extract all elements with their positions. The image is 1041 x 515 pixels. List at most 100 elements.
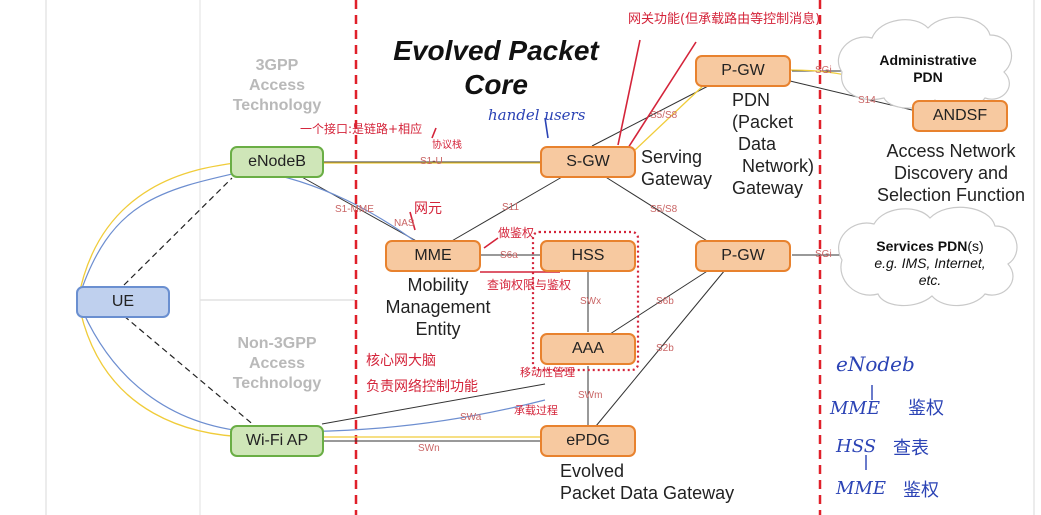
pdn-gateway-line-3: Data <box>738 134 777 154</box>
flow-blue-nas <box>77 169 421 301</box>
annotation-stroke-top <box>617 39 641 146</box>
annotation-handle-users: handel users <box>488 106 586 124</box>
line-swa <box>321 383 546 425</box>
annotation-control: 负责网络控制功能 <box>366 379 478 395</box>
mobility-caption: Mobility Management Entity <box>372 274 504 340</box>
line-ue-wifi <box>123 315 257 428</box>
line-s5s8-mid <box>603 175 713 245</box>
serving-gateway-line-2: Gateway <box>641 169 713 189</box>
iface-swm: SWm <box>578 390 603 401</box>
aaa-node: AAA <box>540 333 636 365</box>
epdg-caption: Evolved Packet Data Gateway <box>560 460 734 504</box>
andsf-caption-line-3: Selection Function <box>876 185 1026 205</box>
iface-s6a: S6a <box>500 250 518 261</box>
region-non3gpp-label: Non-3GPP Access Technology <box>222 334 332 394</box>
epdg-caption-line-2: Packet Data Gateway <box>560 483 735 503</box>
pdn-gateway-line-1: PDN <box>732 90 771 110</box>
pdn-gateway-line-4: Network) <box>742 156 815 176</box>
admin-pdn-line-1: Administrative <box>879 52 977 68</box>
region-non3gpp-line-1: Non-3GPP <box>237 335 317 352</box>
annotation-arrow-ne <box>409 211 416 231</box>
hss-aaa-highlight-box <box>531 230 640 372</box>
iface-s5s8-mid: S5/S8 <box>650 204 678 215</box>
title-line-2: Core <box>464 69 528 100</box>
line-s2b <box>595 269 726 427</box>
line-ue-enodeb <box>123 177 233 286</box>
admin-pdn-label: Administrative PDN <box>862 52 994 86</box>
mobility-line-1: Mobility <box>407 275 469 295</box>
right-note-hss: HSS <box>836 436 877 457</box>
mme-node: MME <box>385 240 481 272</box>
iface-s11: S11 <box>502 202 520 213</box>
mobility-line-2: Management <box>385 297 491 317</box>
annotation-stroke-top2 <box>627 41 697 149</box>
iface-swx: SWx <box>580 296 602 307</box>
services-pdn-suffix: (s) <box>967 238 984 254</box>
line-s1mme <box>299 175 421 244</box>
flow-yellow-enodeb <box>77 162 545 301</box>
annotation-bearer: 承载过程 <box>514 404 558 417</box>
iface-s6b: S6b <box>656 296 674 307</box>
annotation-arrow-handle <box>544 117 549 139</box>
services-pdn-line-2: e.g. IMS, Internet, <box>874 255 986 271</box>
iface-sgi-mid: SGi <box>815 249 832 260</box>
right-note-mme: MME <box>830 398 881 419</box>
region-3gpp-line-1: 3GPP <box>255 57 299 74</box>
epdg-node: ePDG <box>540 425 636 457</box>
annotation-network-element: 网元 <box>414 201 442 217</box>
right-note-mme-2: MME <box>836 478 887 499</box>
region-non3gpp-line-2: Access <box>248 355 306 372</box>
line-s11 <box>449 176 563 243</box>
services-pdn-cloud <box>838 206 1018 307</box>
region-3gpp-line-3: Technology <box>232 97 322 114</box>
pgw-top-node: P-GW <box>695 55 791 87</box>
iface-swa: SWa <box>460 412 482 423</box>
ue-node: UE <box>76 286 170 318</box>
services-pdn-label: Services PDN(s) e.g. IMS, Internet, etc. <box>850 238 1010 289</box>
annotation-interface: 一个接口:是链路+相应 <box>300 122 423 136</box>
annotation-query: 查询权限与鉴权 <box>487 278 572 292</box>
mobility-line-3: Entity <box>415 319 461 339</box>
hss-node: HSS <box>540 240 636 272</box>
andsf-caption-line-1: Access Network <box>886 141 1016 161</box>
right-note-query: 查表 <box>893 438 929 459</box>
services-pdn-line-3: etc. <box>918 272 942 288</box>
iface-s5s8-top: S5/S8 <box>650 110 678 121</box>
enodeb-node: eNodeB <box>230 146 324 178</box>
pgw-mid-node: P-GW <box>695 240 791 272</box>
sgw-node: S-GW <box>540 146 636 178</box>
iface-s2b: S2b <box>656 343 674 354</box>
pdn-gateway-caption: PDN (Packet Data Network) Gateway <box>720 89 814 199</box>
annotation-judge: 做鉴权 <box>498 226 535 240</box>
flow-yellow-sgw-pgw <box>634 83 706 151</box>
annotation-top: 网关功能(但承载路由等控制消息) <box>628 12 821 27</box>
region-non3gpp-line-3: Technology <box>232 375 322 392</box>
region-3gpp-label: 3GPP Access Technology <box>222 56 332 116</box>
title-line-1: Evolved Packet <box>393 35 599 66</box>
annotation-mobility-mgmt: 移动性管理 <box>520 366 575 379</box>
annotation-core-brain: 核心网大脑 <box>366 353 436 369</box>
iface-s14: S14 <box>858 95 876 106</box>
iface-sgi-top: SGi <box>815 65 832 76</box>
pdn-gateway-line-5: Gateway <box>732 178 804 198</box>
admin-pdn-line-2: PDN <box>913 69 943 85</box>
iface-s1mme: S1-MME <box>335 204 374 215</box>
diagram-title: Evolved Packet Core <box>376 34 616 102</box>
andsf-node: ANDSF <box>912 100 1008 132</box>
iface-swn: SWn <box>418 443 440 454</box>
right-note-auth-1: 鉴权 <box>908 398 944 419</box>
region-3gpp-line-2: Access <box>248 77 306 94</box>
pdn-gateway-line-2: (Packet <box>732 112 794 132</box>
iface-nas: NAS <box>394 218 415 229</box>
services-pdn-title: Services PDN <box>876 238 968 254</box>
serving-gateway-line-1: Serving <box>641 147 703 167</box>
right-note-enodeb: eNodeb <box>836 352 915 376</box>
epdg-caption-line-1: Evolved <box>560 461 625 481</box>
annotation-arrow-judge <box>483 237 499 249</box>
right-note-auth-2: 鉴权 <box>903 480 939 501</box>
line-s5s8-top <box>591 83 713 147</box>
wifi-ap-node: Wi-Fi AP <box>230 425 324 457</box>
annotation-protocol: 协议栈 <box>432 140 462 151</box>
